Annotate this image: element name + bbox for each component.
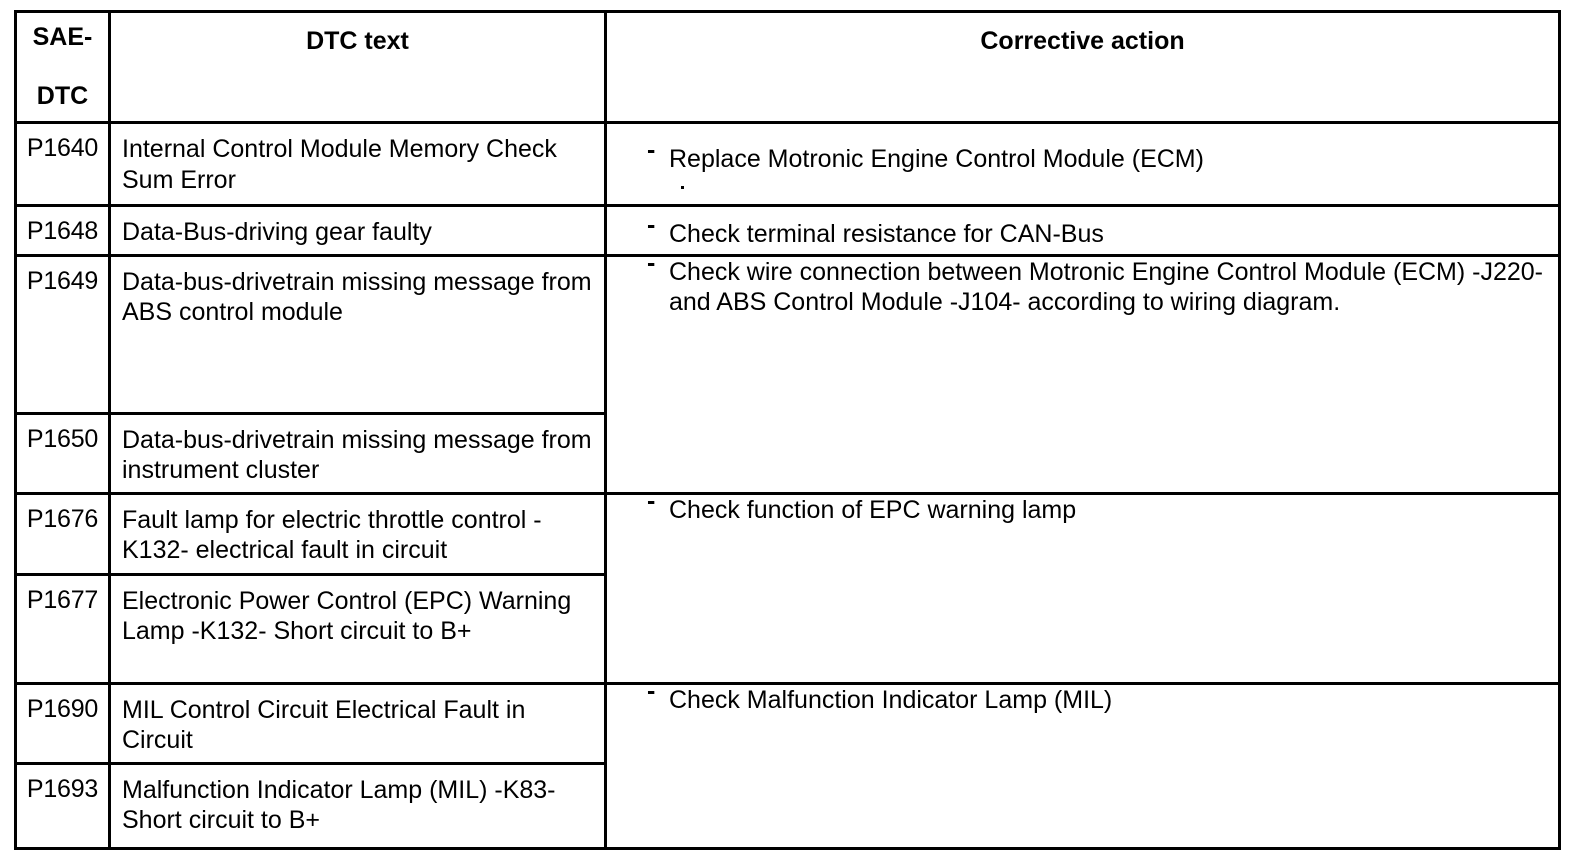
corrective-action-item: - Check terminal resistance for CAN-Bus <box>647 213 1544 250</box>
cell-sae-dtc: P1640 <box>14 121 111 207</box>
dtc-text: Electronic Power Control (EPC) Warning L… <box>122 586 572 646</box>
dtc-code: P1649 <box>26 266 99 295</box>
column-header-dtc-text: DTC text <box>108 10 607 124</box>
corrective-action-item: - Check Malfunction Indicator Lamp (MIL) <box>647 678 1544 716</box>
corrective-action-text: Check Malfunction Indicator Lamp (MIL) <box>669 685 1113 714</box>
cell-sae-dtc: P1650 <box>14 411 111 495</box>
table-row: P1676 Fault lamp for electric throttle c… <box>14 488 1561 685</box>
column-header-sae-dtc-line1: SAE- <box>32 23 93 51</box>
column-header-sae-dtc: SAE- DTC <box>14 10 111 124</box>
cell-sae-dtc: P1690 <box>14 681 111 765</box>
dtc-corrective-action-table: SAE- DTC DTC text Corrective action P164… <box>14 10 1561 850</box>
cell-sae-dtc: P1648 <box>14 204 111 257</box>
corrective-action-text: Replace Motronic Engine Control Module (… <box>669 145 1204 173</box>
dtc-code: P1677 <box>26 585 99 614</box>
corrective-action-text: Check wire connection between Motronic E… <box>669 257 1544 317</box>
table-row: P1690 MIL Control Circuit Electrical Fau… <box>14 678 1561 850</box>
cell-dtc-text: Data-bus-drivetrain missing message from… <box>108 411 607 495</box>
dtc-code: P1676 <box>26 504 99 533</box>
table-row: P1677 Electronic Power Control (EPC) War… <box>14 572 1560 685</box>
dash-bullet-icon: - <box>647 676 656 705</box>
dtc-code: P1650 <box>26 424 99 453</box>
table-row: P1649 Data-bus-drivetrain missing messag… <box>14 250 1561 495</box>
cell-corrective-action: - Check terminal resistance for CAN-Bus <box>604 204 1561 257</box>
table-header-row: SAE- DTC DTC text Corrective action <box>14 10 1561 124</box>
dtc-text: Data-Bus-driving gear faulty <box>122 218 432 246</box>
corrective-action-item: - Check wire connection between Motronic… <box>647 250 1544 318</box>
column-header-dtc-text-label: DTC text <box>306 27 409 55</box>
column-header-corrective-action: Corrective action <box>604 10 1561 124</box>
dtc-text: Data-bus-drivetrain missing message from… <box>122 425 592 485</box>
table-row: P1650 Data-bus-drivetrain missing messag… <box>14 411 1560 495</box>
cell-dtc-text: MIL Control Circuit Electrical Fault in … <box>108 681 607 765</box>
table-header: SAE- DTC DTC text Corrective action <box>14 10 1561 124</box>
cell-corrective-action: - Replace Motronic Engine Control Module… <box>604 121 1561 207</box>
dtc-code: P1648 <box>26 217 99 245</box>
cell-sae-dtc: P1676 <box>14 491 111 576</box>
cell-sae-dtc: P1677 <box>14 572 111 685</box>
cell-dtc-text: Internal Control Module Memory Check Sum… <box>108 121 607 207</box>
dash-bullet-icon: - <box>647 248 656 277</box>
dtc-text: Data-bus-drivetrain missing message from… <box>122 267 592 327</box>
cell-sae-dtc: P1693 <box>14 761 111 850</box>
dash-bullet-icon: - <box>647 486 656 515</box>
corrective-action-item: - Check function of EPC warning lamp <box>647 488 1544 526</box>
dtc-text: MIL Control Circuit Electrical Fault in … <box>122 695 526 755</box>
table-row: P1648 Data-Bus-driving gear faulty - Che… <box>14 204 1561 257</box>
cell-dtc-text: Electronic Power Control (EPC) Warning L… <box>108 572 607 685</box>
cell-dtc-text: Malfunction Indicator Lamp (MIL) -K83- S… <box>108 761 607 850</box>
dtc-text: Malfunction Indicator Lamp (MIL) -K83- S… <box>122 775 556 835</box>
cell-dtc-text: Fault lamp for electric throttle control… <box>108 491 607 576</box>
cell-dtc-text: Data-Bus-driving gear faulty <box>108 204 607 257</box>
corrective-action-item: - Replace Motronic Engine Control Module… <box>647 138 1544 175</box>
scan-speck-artifact <box>681 186 684 189</box>
cell-corrective-action: - Check function of EPC warning lamp <box>604 488 1561 685</box>
cell-corrective-action: - Check wire connection between Motronic… <box>604 250 1561 495</box>
dash-bullet-icon: - <box>647 136 656 164</box>
column-header-corrective-action-label: Corrective action <box>980 27 1185 55</box>
dtc-code: P1693 <box>26 774 99 803</box>
table-body: P1640 Internal Control Module Memory Che… <box>14 121 1561 850</box>
corrective-action-text: Check terminal resistance for CAN-Bus <box>669 220 1104 248</box>
dash-bullet-icon: - <box>647 211 656 239</box>
cell-corrective-action: - Check Malfunction Indicator Lamp (MIL) <box>604 678 1561 850</box>
cell-sae-dtc: P1649 <box>14 253 111 415</box>
dtc-text: Internal Control Module Memory Check Sum… <box>122 135 557 194</box>
cell-dtc-text: Data-bus-drivetrain missing message from… <box>108 253 607 415</box>
table-row: P1640 Internal Control Module Memory Che… <box>14 121 1561 207</box>
corrective-action-text: Check function of EPC warning lamp <box>669 495 1077 524</box>
table-row: P1693 Malfunction Indicator Lamp (MIL) -… <box>14 761 1560 850</box>
column-header-sae-dtc-line2: DTC <box>36 82 89 110</box>
dtc-code: P1690 <box>26 694 99 723</box>
dtc-text: Fault lamp for electric throttle control… <box>122 505 542 565</box>
dtc-code: P1640 <box>26 134 99 162</box>
